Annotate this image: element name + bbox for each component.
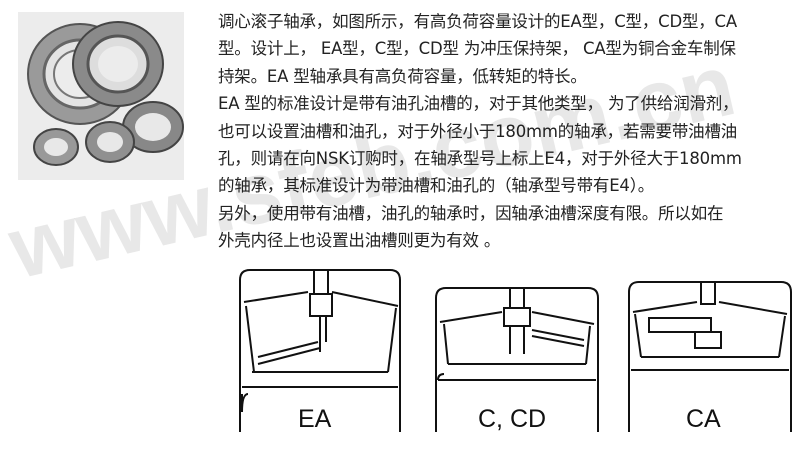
diagram-ea: [238, 262, 402, 442]
article-text: 调心滚子轴承，如图所示，有高负荷容量设计的EA型，C型，CD型，CA 型。设计上…: [218, 8, 798, 255]
text-line: 的轴承，其标准设计为带油槽和油孔的（轴承型号带有E4）。: [218, 176, 655, 196]
diagram-ca: [627, 262, 793, 442]
bearing-photo: [18, 12, 184, 180]
text-line: 外壳内径上也设置出油槽则更为有效 。: [218, 231, 501, 251]
text-line: 也可以设置油槽和油孔，对于外径小于180mm的轴承，若需要带油槽油: [218, 121, 738, 141]
diagram-c-cd: [434, 262, 600, 442]
text-line: 持架。EA 型轴承具有高负荷容量，低转矩的特长。: [218, 66, 587, 86]
diagram-label-c-cd: C, CD: [478, 405, 547, 433]
text-line: 孔，则请在向NSK订购时，在轴承型号上标上E4，对于外径大于180mm: [218, 149, 742, 169]
text-line: EA 型的标准设计是带有油孔油槽的，对于其他类型， 为了供给润滑剂，: [218, 94, 739, 114]
diagram-label-ca: CA: [686, 405, 721, 433]
diagram-label-ea: EA: [298, 405, 332, 433]
text-line: 调心滚子轴承，如图所示，有高负荷容量设计的EA型，C型，CD型，CA: [218, 12, 737, 31]
text-line: 型。设计上， EA型，C型，CD型 为冲压保持架， CA型为铜合金车制保: [218, 39, 736, 59]
text-line: 另外，使用带有油槽，油孔的轴承时，因轴承油槽深度有限。所以如在: [218, 203, 724, 223]
